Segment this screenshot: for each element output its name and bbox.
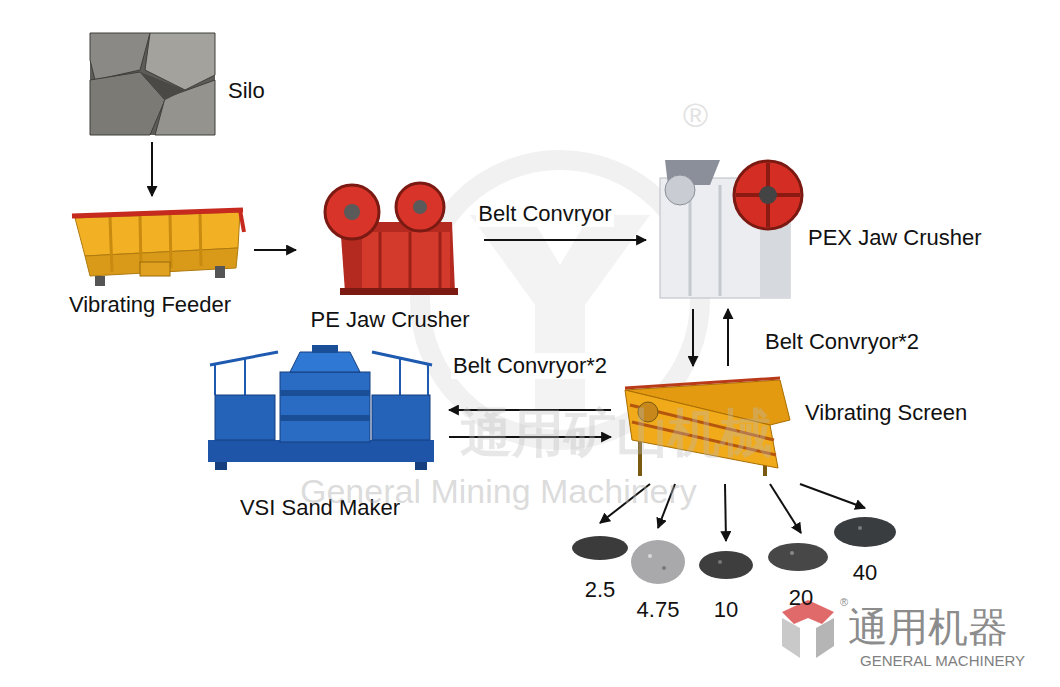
node-label: 2.5: [585, 577, 616, 602]
pe-jaw-crusher-figure: [325, 183, 458, 295]
conveyor-label: Belt Convryor: [476, 201, 613, 226]
flow-arrow: [727, 309, 729, 366]
flow-arrow: [484, 239, 646, 241]
vsi-sand-maker-figure-part: [244, 359, 246, 395]
product-pile: 4.75: [626, 532, 690, 624]
vsi-sand-maker-figure-part: [280, 390, 370, 396]
product-pile: 10: [695, 545, 757, 624]
silo-rocks-part: [140, 72, 185, 100]
silo-rocks-part: [90, 33, 215, 135]
product-piles-part: [718, 560, 722, 564]
pe-jaw-crusher-figure-part: [413, 200, 427, 214]
flow-arrow: [770, 484, 801, 533]
vibrating-feeder-figure-part: [95, 276, 105, 286]
node-label: PEX Jaw Crusher: [808, 225, 982, 250]
machine-node: Vibrating Feeder: [50, 200, 250, 320]
vibrating-feeder-figure-part: [240, 210, 244, 232]
node-label: 10: [714, 597, 738, 622]
watermark-text: 通用矿山机械: [460, 405, 772, 462]
product-piles-part: [572, 536, 628, 560]
brand-logo-part: [782, 618, 800, 658]
product-piles-part: [699, 551, 753, 579]
brand-logo-part: [816, 618, 834, 658]
vsi-sand-maker-figure-part: [415, 462, 427, 470]
vibrating-feeder-figure-part: [72, 210, 243, 216]
pex-jaw-crusher-figure-part: [734, 161, 802, 229]
silo-node: Silo: [90, 30, 280, 138]
trademark-mark: ®: [840, 596, 848, 608]
machine-node: PEX Jaw Crusher: [650, 145, 1000, 305]
node-label: 4.75: [637, 597, 680, 622]
node-label: Vibrating Feeder: [69, 292, 231, 317]
vibrating-feeder-figure-part: [215, 266, 225, 278]
vsi-sand-maker-figure-part: [312, 345, 338, 353]
product-pile: 40: [830, 512, 900, 587]
pe-jaw-crusher-figure-part: [325, 185, 379, 239]
vibrating-feeder-figure: [72, 210, 244, 286]
brand-subtitle: GENERAL MACHINERY: [860, 653, 1025, 670]
flow-arrow: [692, 309, 694, 366]
vsi-sand-maker-figure-part: [280, 372, 370, 442]
node-label: Silo: [228, 78, 265, 103]
vsi-sand-maker-figure-part: [427, 365, 429, 395]
brand-name: 通用机器: [848, 605, 1008, 649]
vsi-sand-maker-figure: [208, 345, 434, 470]
flow-arrow: [151, 142, 153, 196]
pe-jaw-crusher-figure-part: [362, 232, 450, 290]
vibrating-feeder-figure-part: [200, 214, 201, 266]
product-piles-part: [768, 543, 828, 571]
flow-arrow: [725, 484, 726, 541]
vsi-sand-maker-figure-part: [399, 359, 401, 395]
pe-jaw-crusher-figure-part: [396, 183, 444, 231]
product-pile: 2.5: [565, 527, 635, 605]
product-piles-part: [631, 540, 685, 584]
pex-jaw-crusher-figure-part: [719, 185, 722, 296]
conveyor-label: Belt Convryor*2: [451, 353, 609, 378]
node-label: Vibrating Screen: [805, 400, 967, 425]
watermark-text: General Mining Machinery: [300, 473, 697, 510]
pe-jaw-crusher-figure-part: [379, 232, 382, 290]
vsi-sand-maker-figure-part: [280, 415, 370, 421]
pe-jaw-crusher-figure-part: [439, 232, 442, 290]
machine-node: PE Jaw Crusher: [300, 182, 480, 334]
vsi-sand-maker-figure-part: [372, 352, 432, 365]
flow-arrow: [254, 249, 296, 251]
vsi-sand-maker-figure-part: [290, 352, 360, 372]
node-label: 20: [789, 585, 813, 610]
vsi-sand-maker-figure-part: [215, 395, 275, 440]
product-piles-part: [858, 526, 862, 530]
flow-arrow: [800, 484, 865, 508]
vibrating-feeder-figure-part: [170, 215, 171, 268]
vibrating-feeder-figure-part: [110, 217, 112, 272]
vibrating-screen-figure-part: [625, 378, 780, 388]
vibrating-feeder-figure-part: [140, 262, 170, 276]
node-label: 40: [853, 560, 877, 585]
pe-jaw-crusher-figure-part: [340, 288, 458, 295]
product-piles-part: [834, 517, 896, 547]
product-piles-part: [648, 554, 652, 558]
silo-rocks: [90, 33, 215, 135]
node-label: PE Jaw Crusher: [311, 307, 470, 332]
conveyor-label: Belt Convryor*2: [763, 329, 921, 354]
pex-jaw-crusher-figure-part: [759, 186, 777, 204]
pex-jaw-crusher-figure-part: [665, 175, 695, 205]
vsi-sand-maker-figure-part: [214, 365, 216, 395]
vsi-sand-maker-figure-part: [208, 440, 434, 462]
pe-jaw-crusher-figure-part: [344, 204, 360, 220]
pex-jaw-crusher-figure: [660, 160, 802, 298]
product-piles-part: [662, 566, 666, 570]
pe-jaw-crusher-figure-part: [409, 232, 412, 290]
product-piles: [572, 517, 896, 584]
vsi-sand-maker-figure-part: [215, 462, 227, 470]
vsi-sand-maker-figure-part: [372, 395, 430, 440]
watermark-logo-part: [470, 215, 650, 410]
product-piles-part: [790, 551, 794, 555]
watermark-mark: ®: [683, 97, 708, 134]
product-pile: 20: [768, 537, 834, 612]
